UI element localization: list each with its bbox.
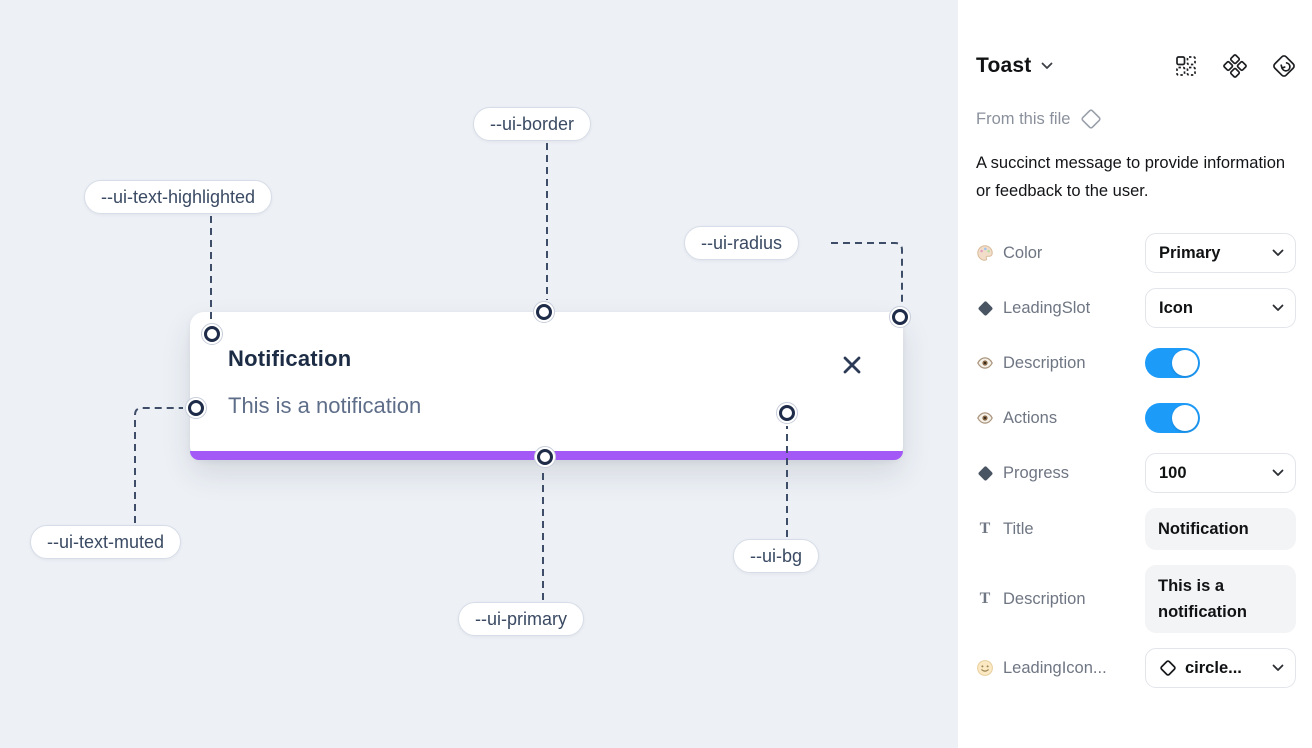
title-input[interactable]: Notification	[1145, 508, 1296, 550]
prop-row-description-text: T Description This is a notification	[976, 565, 1296, 633]
description-input[interactable]: This is a notification	[1145, 565, 1296, 633]
css-var-label-ui-bg: --ui-bg	[733, 539, 820, 573]
description-toggle[interactable]	[1145, 348, 1200, 378]
chevron-down-icon	[1272, 469, 1284, 477]
toast-title: Notification	[228, 346, 352, 371]
text-icon: T	[979, 520, 991, 537]
prop-row-progress: Progress 100	[976, 453, 1296, 493]
diamond-icon	[976, 299, 994, 317]
prop-label-leadingslot: LeadingSlot	[1003, 298, 1091, 317]
chevron-down-icon	[1272, 304, 1284, 312]
chevron-down-icon[interactable]	[1041, 62, 1053, 70]
css-var-label-ui-text-highlighted: --ui-text-highlighted	[84, 180, 273, 214]
swap-instance-icon[interactable]	[1272, 54, 1296, 78]
prop-row-color: Color Primary	[976, 233, 1296, 273]
component-set-icon[interactable]	[1223, 54, 1247, 78]
prop-row-description-toggle: Description	[976, 343, 1296, 383]
eye-icon	[976, 354, 994, 372]
css-var-label-ui-text-muted: --ui-text-muted	[30, 525, 182, 559]
eye-icon	[976, 409, 994, 427]
actions-toggle[interactable]	[1145, 403, 1200, 433]
design-canvas: Notification This is a notification --ui…	[0, 0, 958, 748]
css-var-label-ui-radius: --ui-radius	[684, 226, 800, 260]
color-select[interactable]: Primary	[1145, 233, 1296, 273]
chevron-down-icon	[1272, 664, 1284, 672]
css-var-label-ui-border: --ui-border	[473, 107, 592, 141]
prop-row-leadingslot: LeadingSlot Icon	[976, 288, 1296, 328]
component-description: A succinct message to provide informatio…	[976, 154, 1286, 200]
leadingicon-select[interactable]: circle...	[1145, 648, 1296, 688]
prop-label-description: Description	[1003, 353, 1086, 372]
css-var-label-ui-primary: --ui-primary	[458, 602, 584, 636]
diamond-icon	[976, 464, 994, 482]
diamond-outline-icon	[1159, 659, 1177, 677]
prop-label-progress: Progress	[1003, 463, 1070, 482]
prop-label-description-text: Description	[1003, 589, 1086, 608]
toast-component[interactable]: Notification This is a notification	[190, 312, 903, 460]
chevron-down-icon	[1272, 249, 1284, 257]
source-row: From this file	[976, 108, 1296, 130]
property-list: Color Primary LeadingSlot Icon	[976, 233, 1296, 688]
close-icon[interactable]	[841, 354, 863, 376]
panel-header: Toast	[976, 54, 1296, 78]
toast-progress-bar	[190, 451, 903, 460]
prop-row-leadingicon: LeadingIcon... circle...	[976, 648, 1296, 688]
leadingslot-select[interactable]: Icon	[1145, 288, 1296, 328]
toast-description: This is a notification	[228, 393, 422, 418]
prop-label-leadingicon: LeadingIcon...	[1003, 658, 1107, 677]
prop-label-color: Color	[1003, 243, 1043, 262]
palette-icon	[976, 244, 994, 262]
source-label: From this file	[976, 109, 1071, 128]
prop-row-title: T Title Notification	[976, 508, 1296, 550]
component-title: Toast	[976, 54, 1032, 77]
diamond-outline-icon	[1080, 108, 1102, 130]
text-icon: T	[979, 590, 991, 607]
prop-label-actions: Actions	[1003, 408, 1058, 427]
variants-icon[interactable]	[1174, 54, 1198, 78]
prop-row-actions-toggle: Actions	[976, 398, 1296, 438]
prop-label-title: Title	[1003, 519, 1034, 538]
progress-select[interactable]: 100	[1145, 453, 1296, 493]
properties-panel: Toast	[958, 0, 1312, 748]
smiley-icon	[976, 659, 994, 677]
